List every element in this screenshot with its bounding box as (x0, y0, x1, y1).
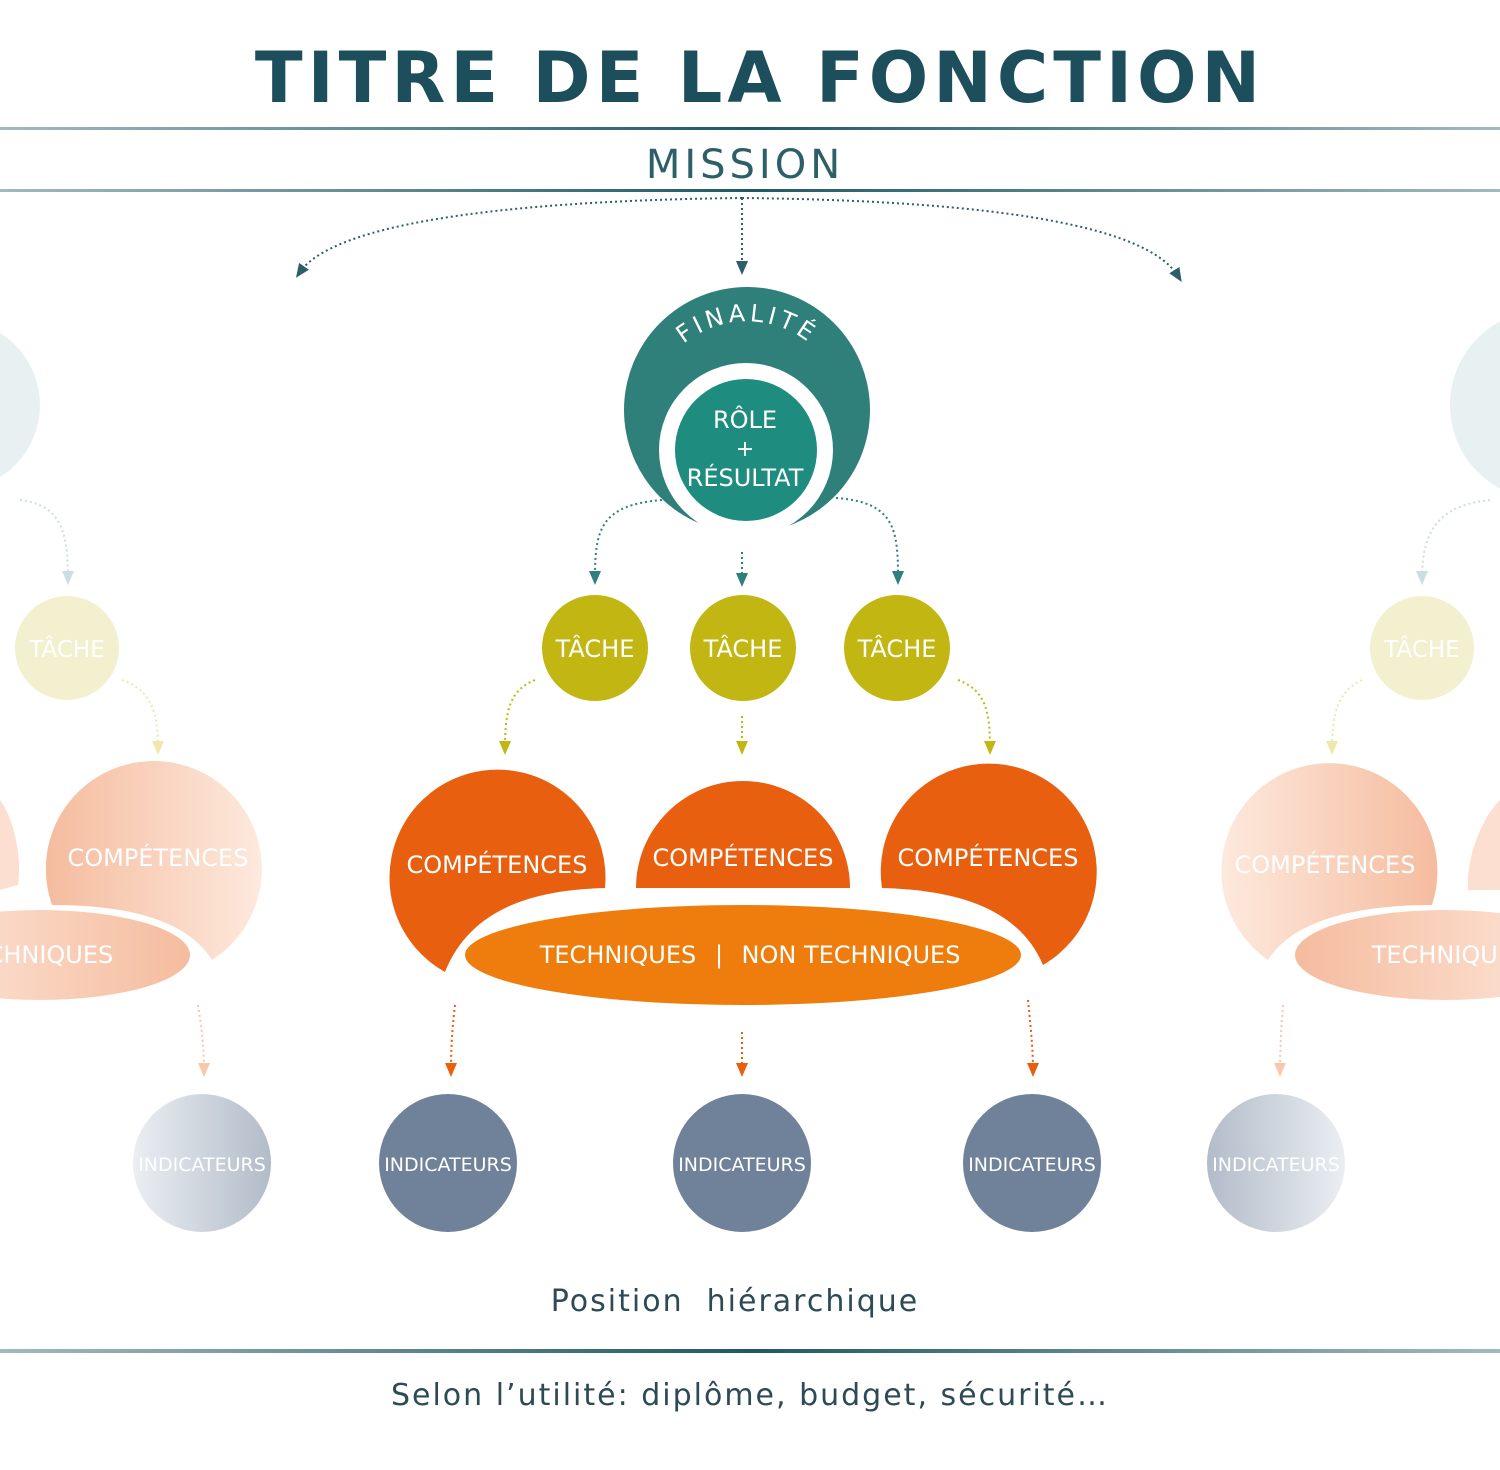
title-rule (0, 127, 1500, 130)
ghost-right-indicateurs-label: INDICATEURS (1212, 1154, 1340, 1176)
position-label: Position hiérarchique (551, 1284, 919, 1319)
mission-arrow-right (741, 197, 1182, 282)
non-techniques-label: NON TECHNIQUES (742, 941, 961, 969)
competences-label-2: COMPÉTENCES (653, 843, 834, 872)
ghost-right-finalite (1450, 321, 1500, 489)
ghost-left-arrow (19, 499, 74, 585)
ghost-right-techniques-shape (1295, 910, 1500, 1000)
finalite-arrows (589, 497, 904, 587)
competences-shape-1 (389, 769, 606, 972)
ghost-left-tache-label: TÂCHE (28, 635, 104, 663)
techniques-band: TECHNIQUES | NON TECHNIQUES (465, 905, 1021, 1005)
ghost-left: TÂCHE COMPÉTENCES TECHNIQUES INDICATEURS (0, 332, 271, 1232)
ghost-right: TÂCHE COMPÉTENCES TECHNIQUES INDICATEURS (1207, 321, 1500, 1232)
role-line-1: RÔLE (713, 404, 777, 434)
competences-row: COMPÉTENCES COMPÉTENCES COMPÉTENCES (389, 763, 1097, 972)
indicateurs-row: INDICATEURS INDICATEURS INDICATEURS (379, 1094, 1101, 1232)
ghost-right-techniques-label: TECHNIQUES (1371, 941, 1500, 969)
tache-label-2: TÂCHE (703, 634, 783, 663)
ghost-left-tache (15, 596, 119, 700)
ghost-right-arrow (1416, 499, 1491, 585)
ghost-left-arrow-2 (121, 679, 164, 755)
ghost-right-tache (1370, 596, 1474, 700)
techniques-separator: | (715, 941, 723, 969)
competences-arrow-left (445, 1004, 458, 1077)
ghost-left-techniques-shape (0, 910, 190, 1000)
mission-rule (0, 189, 1500, 192)
tache-arrows (499, 679, 996, 755)
tache-circle-3 (844, 595, 950, 701)
indicateurs-label-2: INDICATEURS (678, 1154, 806, 1176)
techniques-label: TECHNIQUES (539, 941, 697, 969)
role-line-2: + (736, 437, 754, 462)
tache-arrow-right (957, 679, 996, 755)
techniques-ellipse (465, 905, 1021, 1005)
ghost-right-arrow-3 (1274, 1004, 1287, 1077)
finalite-arrow-right (835, 497, 904, 585)
footer-text: Selon l’utilité: diplôme, budget, sécuri… (391, 1378, 1109, 1413)
competences-arrow-right (1026, 999, 1039, 1077)
tache-circle-2 (690, 595, 796, 701)
tache-arrow-left (499, 679, 536, 755)
tache-circle-1 (542, 595, 648, 701)
indicateurs-circle-3 (963, 1094, 1101, 1232)
finalite-arrow-left (589, 499, 663, 585)
tache-label-1: TÂCHE (555, 634, 635, 663)
ghost-right-competences-label: COMPÉTENCES (1235, 850, 1416, 879)
indicateurs-circle-1 (379, 1094, 517, 1232)
indicateurs-label-3: INDICATEURS (968, 1154, 1096, 1176)
ghost-left-competences-shape (45, 761, 262, 960)
ghost-left-competences-partial (0, 800, 20, 890)
mission-arrow-left (295, 197, 743, 278)
ghost-left-competences-label: COMPÉTENCES (68, 843, 249, 872)
mission-arrows (295, 197, 1182, 282)
ghost-right-indicateurs (1207, 1094, 1345, 1232)
competences-shape-3 (880, 763, 1097, 965)
competences-label-1: COMPÉTENCES (407, 850, 588, 879)
finalite-node: FINALITÉ RÔLE + RÉSULTAT (624, 287, 870, 537)
ghost-right-arrow-2 (1326, 679, 1363, 755)
competences-label-3: COMPÉTENCES (898, 843, 1079, 872)
role-line-3: RÉSULTAT (687, 463, 804, 492)
mission-label: MISSION (646, 142, 844, 188)
page-title: TITRE DE LA FONCTION (255, 37, 1265, 119)
indicateurs-label-1: INDICATEURS (384, 1154, 512, 1176)
ghost-left-techniques-label: TECHNIQUES (0, 941, 113, 969)
competences-arrows (445, 999, 1039, 1077)
tache-row: TÂCHE TÂCHE TÂCHE (542, 595, 950, 701)
ghost-left-finalite (0, 332, 40, 478)
competences-shape-2 (636, 781, 850, 888)
role-circle (675, 379, 817, 521)
ghost-right-tache-label: TÂCHE (1383, 635, 1459, 663)
ghost-left-arrow-3 (197, 1004, 210, 1077)
ghost-right-competences-partial (1467, 800, 1500, 890)
indicateurs-circle-2 (673, 1094, 811, 1232)
ghost-left-indicateurs (133, 1094, 271, 1232)
ghost-right-competences-shape (1221, 763, 1438, 960)
footer-rule (0, 1349, 1500, 1353)
tache-label-3: TÂCHE (857, 634, 937, 663)
ghost-left-indicateurs-label: INDICATEURS (138, 1154, 266, 1176)
